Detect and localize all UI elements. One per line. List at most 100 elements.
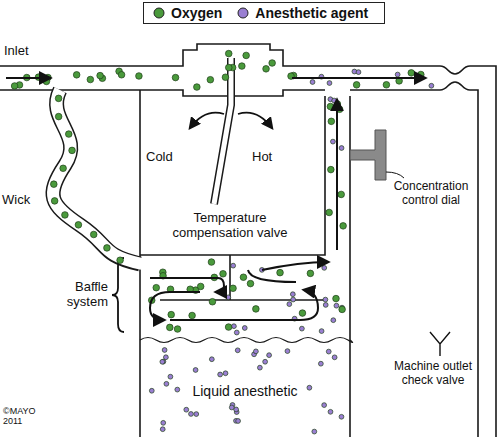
gas-dot	[65, 131, 72, 138]
gas-dot	[62, 212, 69, 219]
legend-swatch	[236, 6, 250, 20]
gas-dot	[287, 302, 292, 307]
gas-dot	[257, 365, 262, 370]
gas-dot	[285, 349, 290, 354]
part-label: Temperature compensation valve	[170, 211, 290, 241]
gas-dot	[253, 306, 260, 313]
gas-dot	[223, 371, 228, 376]
gas-dot	[339, 306, 346, 313]
gas-dot	[307, 270, 314, 277]
gas-dot	[51, 181, 58, 188]
legend-item: Oxygen	[152, 5, 222, 21]
copyright-note: ©MAYO 2011	[3, 406, 47, 427]
liquid-chamber: Liquid anesthetic	[142, 346, 348, 435]
gas-dot	[75, 222, 82, 229]
gas-dot	[69, 147, 76, 154]
gas-dots	[11, 50, 433, 434]
gas-dot	[97, 72, 104, 79]
gas-dot	[209, 298, 216, 305]
hot-arrow	[238, 113, 272, 128]
gas-dot	[55, 113, 62, 120]
gas-dot	[234, 330, 239, 335]
gas-dot	[225, 50, 232, 57]
gas-dot	[87, 76, 94, 83]
gas-dot	[253, 349, 258, 354]
gas-dot	[383, 81, 390, 88]
gas-dot	[104, 245, 111, 252]
gas-dot	[193, 368, 198, 373]
chamber-label: Liquid anesthetic	[188, 382, 301, 400]
gas-dot	[189, 412, 194, 417]
gas-dot	[340, 223, 347, 230]
dial-leader	[386, 172, 404, 178]
gas-dot	[161, 420, 166, 425]
gas-dot	[326, 209, 333, 216]
gas-dot	[168, 374, 173, 379]
gas-dot	[328, 166, 335, 173]
gas-dot	[194, 84, 201, 91]
gas-dot	[353, 82, 360, 89]
gas-dot	[136, 73, 143, 80]
gas-dot	[162, 348, 167, 353]
gas-dot	[319, 329, 324, 334]
gas-dot	[90, 231, 97, 238]
gas-dot	[322, 265, 327, 270]
gas-dot	[331, 318, 336, 323]
gas-dot	[332, 98, 337, 103]
gas-dot	[318, 361, 323, 366]
gas-dot	[235, 348, 240, 353]
gas-dot	[11, 83, 18, 90]
gas-dot	[51, 198, 58, 205]
gas-dot	[174, 326, 181, 333]
gas-dot	[322, 403, 327, 408]
part-label: Baffle system	[46, 280, 108, 310]
part-label: Inlet	[4, 44, 64, 59]
gas-dot	[184, 407, 189, 412]
gas-dot	[218, 372, 223, 377]
gas-dot	[331, 139, 336, 144]
legend-box: Oxygen Anesthetic agent	[143, 2, 385, 24]
gas-dot	[356, 70, 361, 75]
gas-dot	[323, 303, 328, 308]
gas-dot	[149, 388, 154, 393]
gas-dot	[339, 146, 344, 151]
gas-dot	[232, 324, 237, 329]
gas-dot	[395, 72, 400, 77]
valve-stem-inner	[214, 58, 231, 204]
gas-dot	[208, 259, 215, 266]
gas-dot	[160, 427, 165, 432]
legend-text: Anesthetic agent	[255, 5, 368, 21]
gas-dot	[263, 359, 268, 364]
gas-dot	[197, 283, 204, 290]
gas-dot	[243, 52, 250, 59]
gas-dot	[418, 71, 425, 78]
gas-dot	[220, 270, 227, 277]
gas-dot	[153, 284, 160, 291]
gas-dot	[334, 303, 339, 308]
gas-dot	[328, 118, 335, 125]
gas-dot	[327, 81, 332, 86]
part-label: Hot	[252, 150, 292, 165]
gas-dot	[338, 191, 345, 198]
gas-dot	[307, 385, 312, 390]
gas-dot	[332, 355, 337, 360]
gas-dot	[291, 297, 296, 302]
gas-dot	[207, 76, 214, 83]
gas-dot	[172, 74, 179, 81]
gas-dot	[408, 70, 415, 77]
cold-arrow	[190, 113, 224, 128]
legend-text: Oxygen	[171, 5, 222, 21]
gas-dot	[229, 405, 234, 410]
gas-dot	[222, 74, 229, 81]
gas-dot	[117, 257, 124, 264]
gas-dot	[327, 103, 334, 110]
gas-dot	[167, 324, 174, 331]
baffle-bracket	[112, 258, 124, 332]
gas-dot	[160, 359, 165, 364]
part-label: Concentration control dial	[386, 180, 476, 208]
gas-dot	[323, 297, 328, 302]
gas-dot	[236, 419, 241, 424]
legend-item: Anesthetic agent	[236, 5, 368, 21]
gas-dot	[175, 387, 180, 392]
gas-dot	[194, 412, 199, 417]
